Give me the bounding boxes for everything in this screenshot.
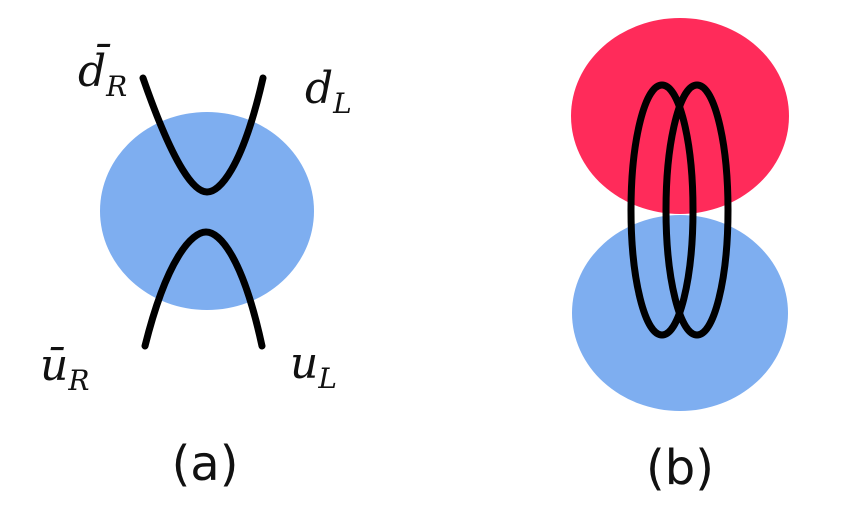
label-u-bar-r: ūR	[40, 340, 89, 397]
panel-b-right-loop	[662, 81, 732, 339]
label-u-l: uL	[290, 338, 337, 395]
panel-b-caption: (b)	[646, 440, 714, 496]
panel-b: (b)	[571, 18, 789, 496]
panel-b-left-loop	[627, 81, 697, 339]
panel-a-bottom-curve	[141, 228, 266, 350]
panel-a-blob	[100, 112, 314, 310]
panel-a-caption: (a)	[172, 436, 239, 492]
panel-a-top-curve	[139, 74, 267, 196]
label-d-l: dL	[305, 63, 352, 120]
panel-a: d̄R dL ūR uL (a)	[40, 42, 352, 492]
label-d-bar-r: d̄R	[78, 42, 127, 103]
